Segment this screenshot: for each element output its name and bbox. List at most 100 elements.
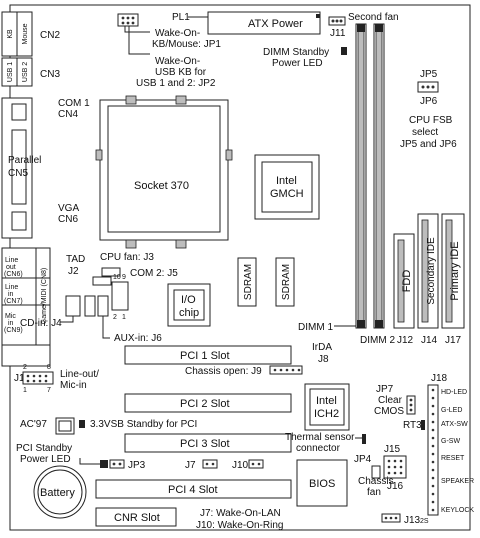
dimm2-label: DIMM 2 [360,335,395,346]
ich2-intel-label: Intel [316,395,337,407]
mouse-label: Mouse [22,23,29,44]
reset-label: RESET [441,455,465,462]
mic-label: Mic [5,313,16,320]
j7-label: J7 [185,460,196,471]
rt3-thermistor [421,420,425,430]
pin9-label: 9 [122,274,126,281]
j17-label: J17 [445,335,462,346]
battery [33,465,87,519]
gmch-intel-label: Intel [276,175,297,187]
pci-3v3-standby-led [79,420,85,428]
j1-pin7-label: 7 [47,387,51,394]
fdd-label: FDD [401,270,413,293]
thermal-sensor-label-1: Thermal sensor [285,432,355,443]
jp4-label: JP4 [354,454,372,465]
pci2-label: PCI 2 Slot [180,398,230,410]
chassis-fan-label-2: fan [367,487,381,498]
jp7-label: JP7 [376,384,394,395]
pci1-label: PCI 1 Slot [180,350,230,362]
gmch-label: GMCH [270,188,304,200]
cn9-label: (CN9) [4,327,23,334]
dimm1-label: DIMM 1 [298,322,333,333]
cpu-fsb-label-2: select [412,127,438,138]
j2-label: J2 [68,266,79,277]
keylock-label: KEYLOCK [441,507,474,514]
speaker-label: SPEAKER [441,478,474,485]
line-in-label: Line [5,284,18,291]
io-chip-label-2: chip [179,307,199,319]
cn2-label: CN2 [40,30,60,41]
front-panel-header [427,384,439,516]
aux-in-label: AUX-in: J6 [114,333,162,344]
j16-label: J16 [387,481,404,492]
j1-pin2-label: 2 [23,364,27,371]
fdd-connector: FDD [393,233,415,329]
pci-standby-label-2: Power LED [20,454,71,465]
dimm-standby-label-1: DIMM Standby [263,47,329,58]
j10-label: J10 [232,460,249,471]
j10-wor-note: J10: Wake-On-Ring [196,520,283,531]
bios-label: BIOS [309,478,335,490]
irda-label-1: IrDA [312,342,332,353]
pci-standby-led [100,460,108,468]
back-panel-ports [1,97,33,239]
cnr-slot [95,507,177,527]
sdram1-label: SDRAM [243,264,254,300]
audio-ports [1,247,51,367]
g-led-label: G-LED [441,407,462,414]
com1-label: COM 1 [58,98,90,109]
j1-header [22,371,54,385]
wake-on-usb-label-3: USB 1 and 2: JP2 [136,78,216,89]
socket-label: Socket 370 [134,180,189,192]
parallel-label: Parallel [8,155,41,166]
primary-ide-label: Primary IDE [449,241,461,300]
pl1-label: PL1 [172,12,190,23]
kb-mouse-connector: KB Mouse [1,11,33,57]
wake-on-usb-label-1: Wake-On- [155,56,200,67]
atx-sw-label: ATX-SW [441,421,468,428]
cn4-label: CN4 [58,109,78,120]
pin1-label: 1 [122,314,126,321]
jp3-jumper [109,459,125,469]
wake-on-kb-label-2: KB/Mouse: JP1 [152,39,221,50]
j1-label: J1 [14,373,25,384]
line-out-mic-label-1: Line-out/ [60,369,99,380]
tad-header [92,276,112,286]
cn6b-label: (CN6) [4,271,23,278]
dimm2-slot [373,23,385,329]
secondary-ide-label: Secondary IDE [426,237,437,305]
mic-label-2: in [8,320,14,327]
j1-pin1-label: 1 [23,387,27,394]
jp5-label: JP5 [420,69,438,80]
io-chip-label-1: I/O [181,294,196,306]
j11-label: J11 [330,28,346,39]
intel-gmch-chip: Intel GMCH [254,154,320,220]
dimm-standby-led [341,47,347,55]
pin10-label: 10 [113,274,121,281]
wake-on-ring-header [248,459,264,469]
thermal-sensor-label-2: connector [296,443,341,454]
j14-label: J14 [421,335,438,346]
vga-label: VGA [58,203,79,214]
sdram2-label: SDRAM [281,264,292,300]
dimm-standby-label-2: Power LED [272,58,323,69]
clear-cmos-label-2: CMOS [374,406,404,417]
clear-cmos-label-1: Clear [378,395,403,406]
standby-pci-label: 3.3VSB Standby for PCI [90,419,197,430]
pci4-label: PCI 4 Slot [168,484,218,496]
pci2-slot [124,393,292,413]
cd-in-label: CD-in: J4 [20,318,62,329]
socket-370: Socket 370 [95,95,233,249]
jp3-label: JP3 [128,460,146,471]
primary-ide-connector: Primary IDE [441,213,465,329]
hd-led-label: HD-LED [441,389,467,396]
line-out-mic-label-2: Mic-in [60,380,87,391]
usb-connector: USB 1 USB 2 [1,57,33,87]
rt3-label: RT3 [403,420,422,431]
secondary-ide-connector: Secondary IDE [417,213,439,329]
cn7-label: (CN7) [4,298,23,305]
line-out-label-2: out [6,264,16,271]
kb-label: KB [7,29,14,39]
cpu-fan-label: CPU fan: J3 [100,252,154,263]
